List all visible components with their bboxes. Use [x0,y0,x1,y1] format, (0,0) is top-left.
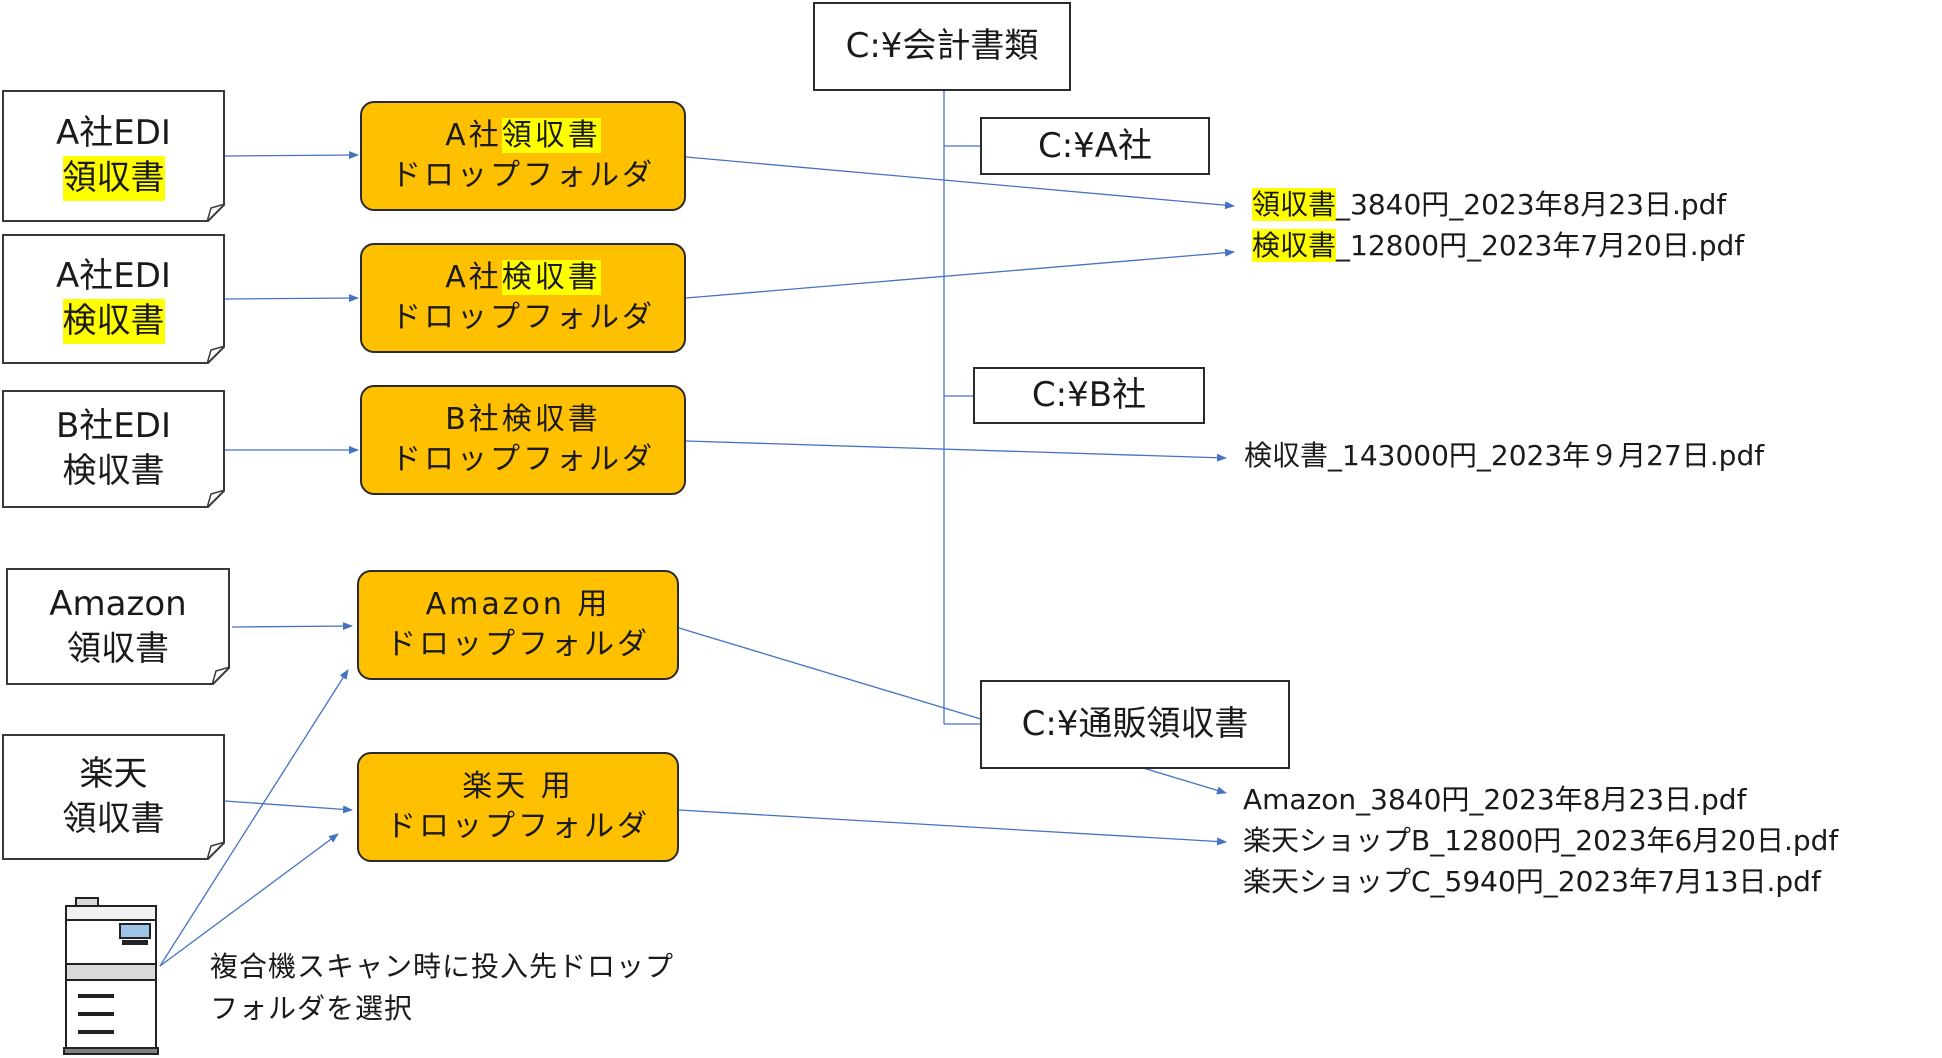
file-list-company-a: 領収書_3840円_2023年8月23日.pdf 検収書_12800円_2023… [1252,184,1744,266]
file-name: 検収書_12800円_2023年7月20日.pdf [1252,225,1744,266]
scanner-caption-line: フォルダを選択 [210,992,414,1025]
file-name: 楽天ショップC_5940円_2023年7月13日.pdf [1243,865,1821,898]
arrow-amazon-to-drop [231,622,353,631]
file-list-company-b: 検収書_143000円_2023年９月27日.pdf [1244,435,1764,476]
drop-folder-title: 楽天 用 [462,769,574,805]
drop-folder-title: B社検収書 [445,402,601,438]
source-doc-a-receipt: A社EDI 領収書 [2,90,225,222]
directory-label: C:¥A社 [1037,125,1153,166]
file-name-rest: _12800円_2023年7月20日.pdf [1336,229,1745,262]
scanner-caption-line: 複合機スキャン時に投入先ドロップ [210,950,675,983]
drop-folder-highlight: 領収書 [501,118,601,154]
file-name: Amazon_3840円_2023年8月23日.pdf [1243,783,1747,816]
drop-folder-amazon[interactable]: Amazon 用 ドロップフォルダ [357,570,679,680]
folded-corner-icon [206,203,225,222]
drop-folder-subtitle: ドロップフォルダ [391,158,655,193]
source-doc-title: B社EDI [55,406,171,447]
file-name: 楽天ショップB_12800円_2023年6月20日.pdf [1243,824,1839,857]
drop-folder-prefix: A社 [445,118,502,154]
directory-label: C:¥通販領収書 [1021,704,1249,745]
source-doc-title: A社EDI [56,256,171,297]
drop-folder-subtitle: ドロップフォルダ [391,300,655,335]
file-type-highlight: 検収書 [1252,229,1337,262]
source-doc-subtitle: 領収書 [67,628,169,669]
source-doc-subtitle: 領収書 [62,799,165,839]
source-doc-a-inspection: A社EDI 検収書 [2,234,225,364]
arrow-scanner-to-amazon-drop [159,669,349,967]
source-doc-b-inspection: B社EDI 検収書 [2,390,225,508]
directory-company-b: C:¥B社 [973,367,1205,424]
folded-corner-icon [206,345,225,364]
arrow-scanner-to-rakuten-drop [159,833,339,967]
folded-corner-icon [211,666,230,685]
directory-label: C:¥会計書類 [845,26,1039,67]
directory-root: C:¥会計書類 [813,2,1071,91]
directory-company-a: C:¥A社 [980,117,1210,175]
arrow-a-inspection-drop-to-file [685,248,1235,299]
drop-folder-b-inspection[interactable]: B社検収書 ドロップフォルダ [360,385,686,495]
source-doc-rakuten: 楽天 領収書 [2,734,225,860]
directory-label: C:¥B社 [1031,375,1147,416]
drop-folder-subtitle: ドロップフォルダ [386,809,650,844]
drop-folder-subtitle: ドロップフォルダ [391,442,655,477]
multifunction-printer-icon [63,897,159,1055]
drop-folder-a-receipt[interactable]: A社領収書 ドロップフォルダ [360,101,686,211]
arrow-rakuten-to-drop [224,800,353,814]
source-doc-subtitle-highlighted: 検収書 [62,299,165,344]
source-doc-title: Amazon [49,583,187,624]
scanner-caption: 複合機スキャン時に投入先ドロップ フォルダを選択 [210,946,674,1030]
folded-corner-icon [206,841,225,860]
drop-folder-title: Amazon 用 [425,587,611,623]
arrow-rakuten-drop-to-file [678,809,1227,846]
source-doc-title: 楽天 [79,754,148,795]
arrow-b-inspection-drop-to-file [685,440,1227,462]
drop-folder-title: A社領収書 [445,116,601,156]
drop-folder-subtitle: ドロップフォルダ [386,627,650,662]
source-doc-subtitle-highlighted: 領収書 [62,156,165,201]
directory-mail-order: C:¥通販領収書 [980,680,1290,769]
file-name-rest: _3840円_2023年8月23日.pdf [1336,188,1727,221]
drop-folder-prefix: A社 [445,260,502,296]
folded-corner-icon [206,489,225,508]
arrow-a-receipt-to-drop [224,151,359,160]
drop-folder-highlight: 検収書 [501,260,601,296]
source-doc-amazon: Amazon 領収書 [6,568,230,685]
source-doc-subtitle: 検収書 [62,451,165,491]
file-list-mail-order: Amazon_3840円_2023年8月23日.pdf 楽天ショップB_1280… [1243,779,1838,902]
drop-folder-title: A社検収書 [445,258,601,298]
arrow-a-inspection-to-drop [224,294,359,303]
drop-folder-rakuten[interactable]: 楽天 用 ドロップフォルダ [357,752,679,862]
file-name: 検収書_143000円_2023年９月27日.pdf [1244,439,1765,472]
arrow-a-receipt-drop-to-file [685,156,1235,210]
file-name: 領収書_3840円_2023年8月23日.pdf [1252,184,1744,225]
drop-folder-a-inspection[interactable]: A社検収書 ドロップフォルダ [360,243,686,353]
file-type-highlight: 領収書 [1252,188,1337,221]
source-doc-title: A社EDI [56,113,171,154]
